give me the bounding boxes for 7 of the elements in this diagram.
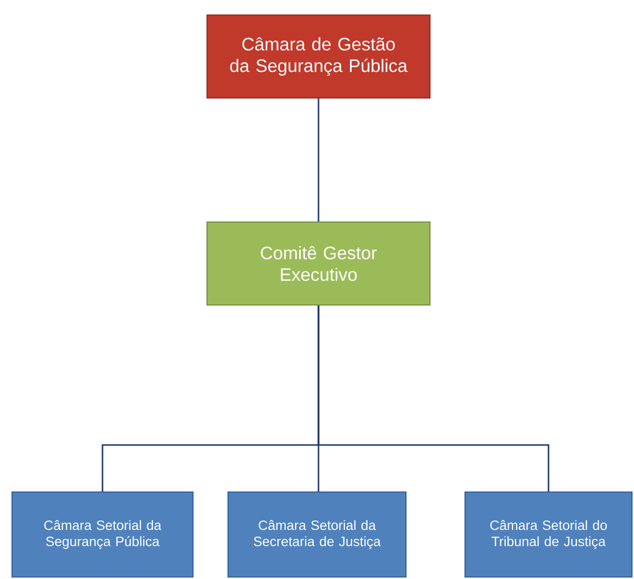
council-box: Câmara de Gestão da Segurança Pública [206,14,430,98]
committee-box: Comitê Gestor Executivo [206,222,430,306]
chamber-box: Câmara Setorial da Secretaria de Justiça [228,492,406,578]
chamber-box: Câmara Setorial do Tribunal de Justiça [464,492,632,578]
connector-line [318,306,550,492]
connector-line [318,98,320,222]
chamber-box: Câmara Setorial da Segurança Pública [12,492,194,578]
